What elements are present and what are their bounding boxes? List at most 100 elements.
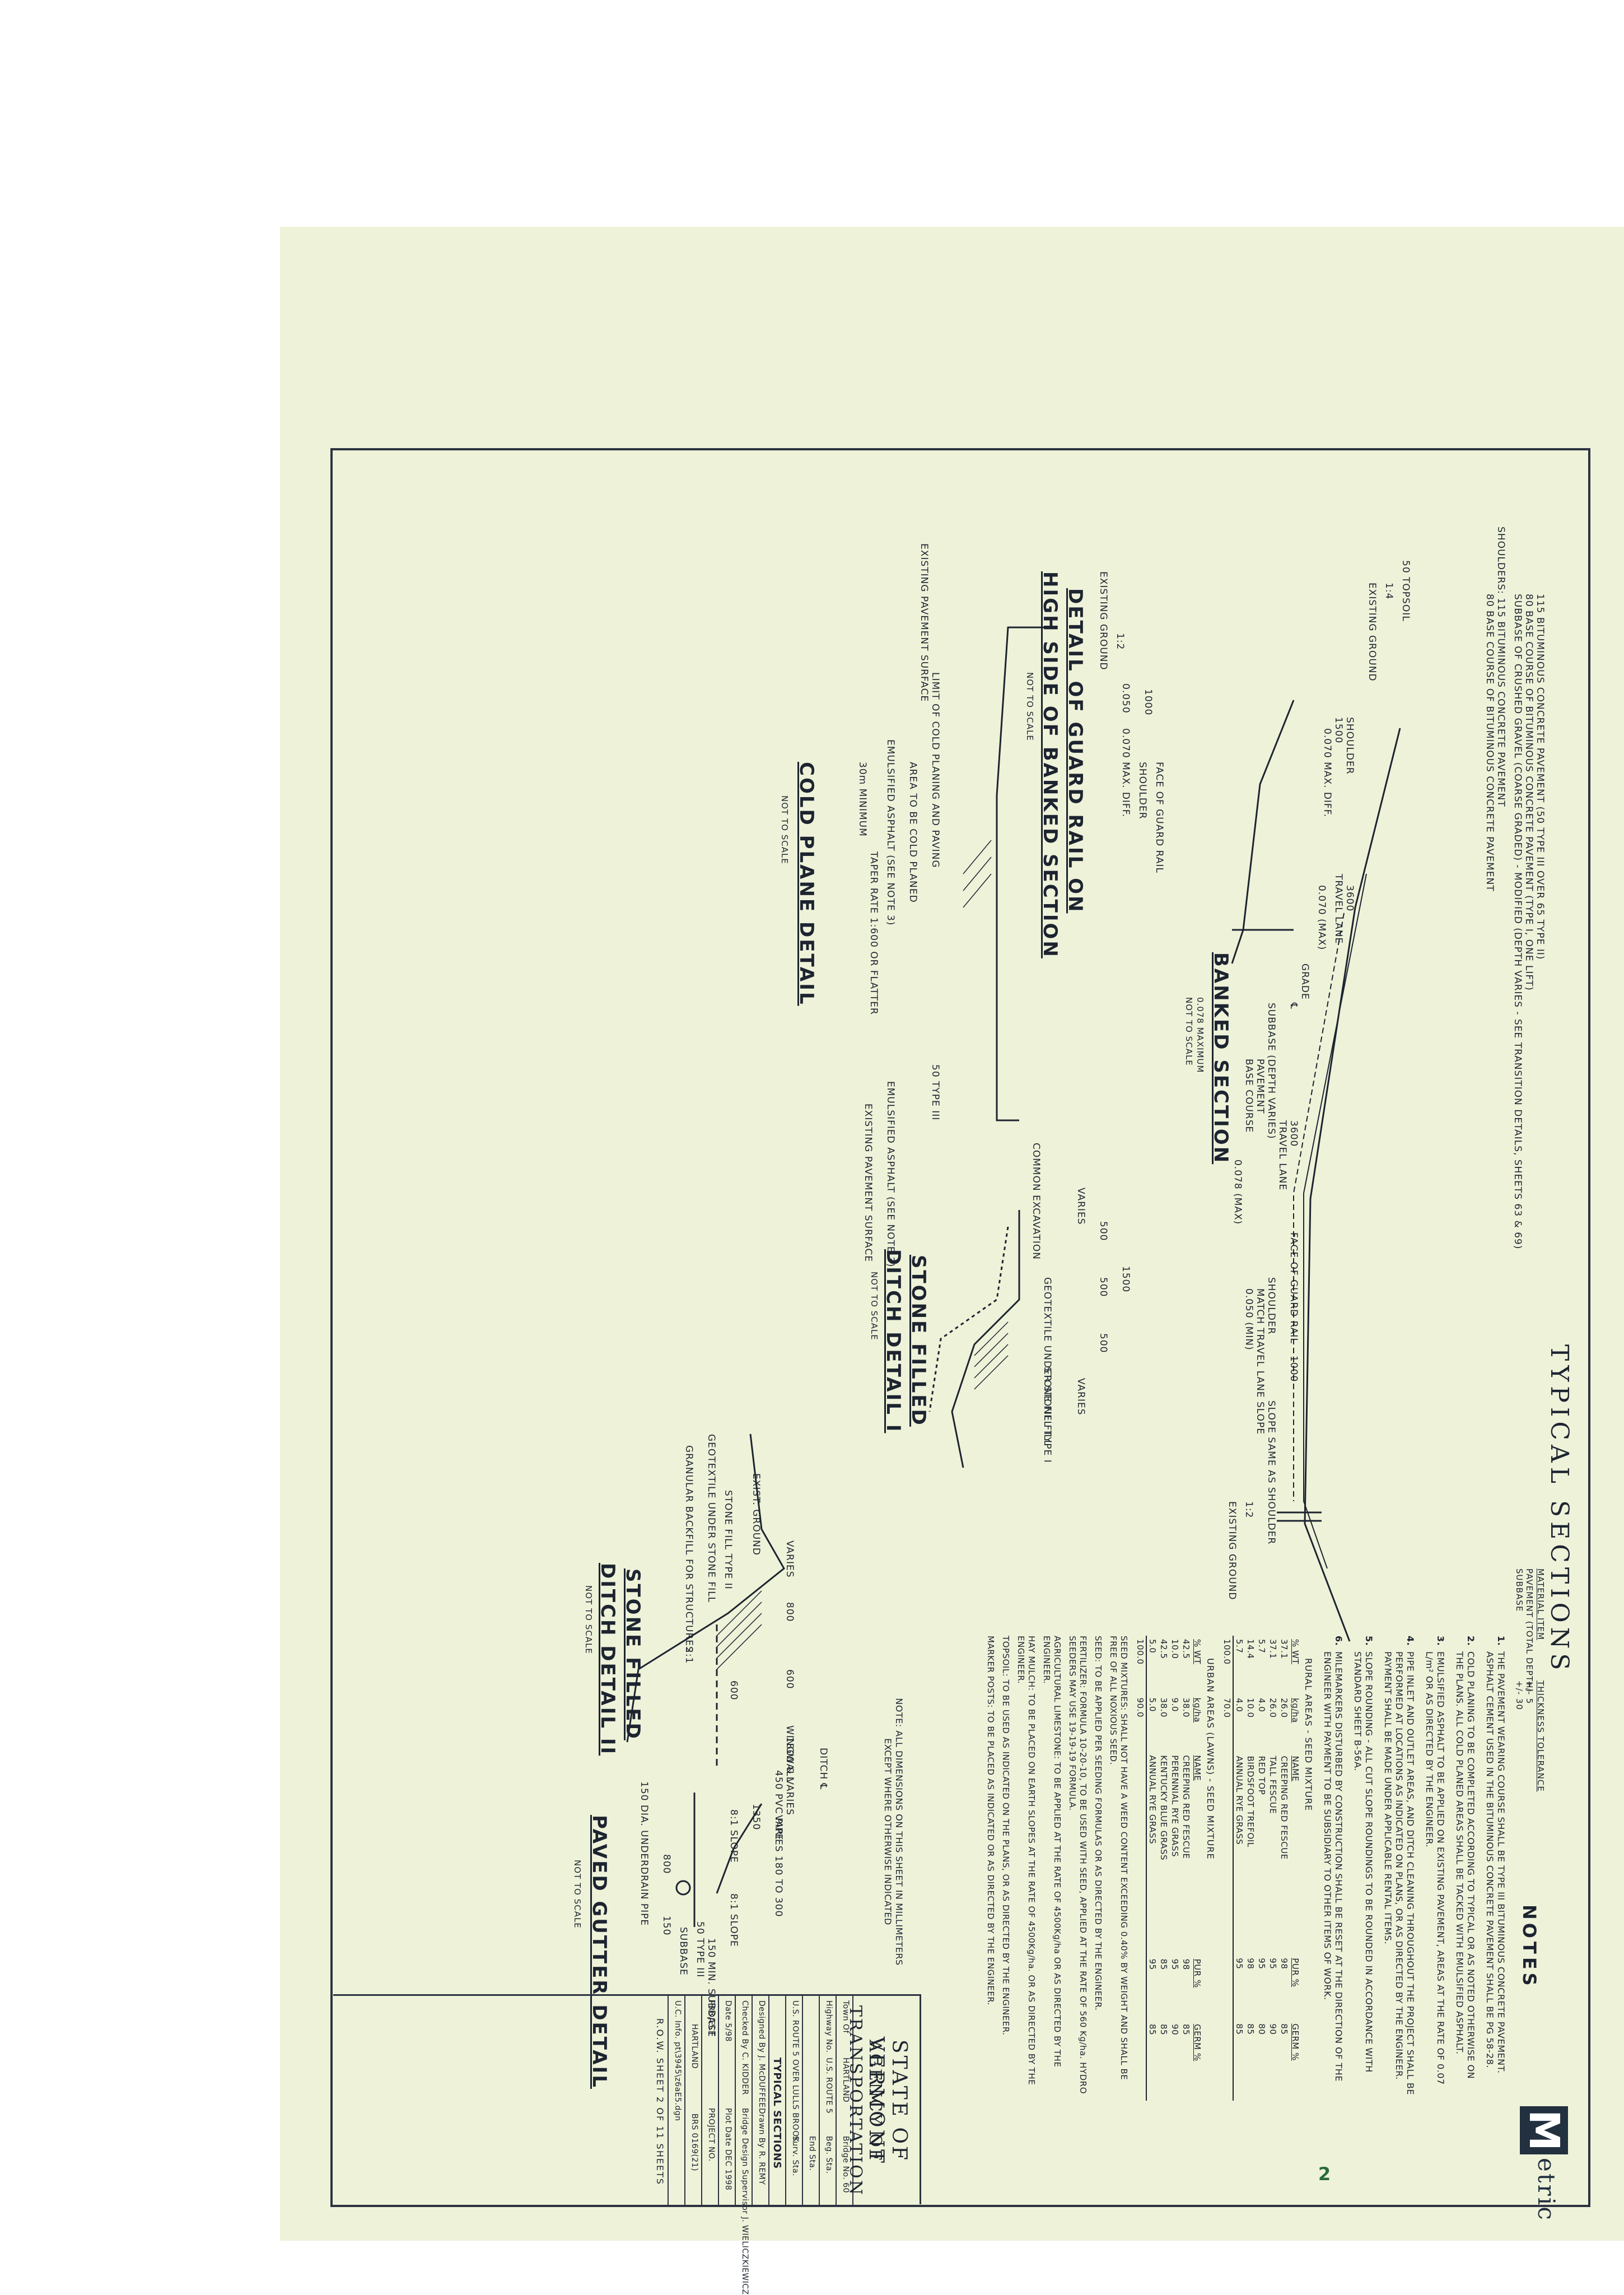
title-block-row: Checked By C. KIDDER Bridge Design Super… — [735, 1996, 752, 2295]
ditch-one-label: 500 — [1098, 1277, 1109, 1297]
ditch-two-label: 800 — [784, 1602, 795, 1622]
title-block-row: Highway No. U.S. ROUTE 5 Beg. Sta. — [819, 1996, 836, 2206]
note-item: 4.PIPE INLET AND OUTLET AREAS, AND DITCH… — [1382, 1636, 1416, 2101]
project-label: PROJECT — [707, 2000, 716, 2036]
seed-total-rate: 90.0 — [1135, 1694, 1146, 1752]
end-station: End Sta. — [808, 2136, 816, 2171]
guard-rail-label: EXISTING GROUND — [1098, 571, 1109, 671]
date: Date 5/98 — [724, 2000, 732, 2042]
guard-rail-label: 0.050 — [1120, 683, 1131, 714]
note-text: THE PAVEMENT WEARING COURSE SHALL BE TYP… — [1485, 1651, 1506, 2074]
location-description: U.S. ROUTE 5 OVER LULLS BROOK — [791, 2000, 800, 2143]
guard-rail-label: 1:2 — [1114, 633, 1126, 650]
banked-label: SHOULDER — [1344, 717, 1355, 775]
pavement-note: SHOULDERS: 115 BITUMINOUS CONCRETE PAVEM… — [1495, 527, 1506, 807]
notes-list: 1.THE PAVEMENT WEARING COURSE SHALL BE T… — [981, 1636, 1506, 2101]
banked-label: GRADE — [1299, 963, 1310, 1000]
banked-label: 1:2 — [1243, 1501, 1254, 1519]
seed-rate: 26.0 — [1279, 1698, 1289, 1718]
seed-wt: 37.1 — [1268, 1639, 1278, 1659]
banked-label: TRAVEL LANE — [1277, 1120, 1288, 1191]
guard-rail-title: HIGH SIDE OF BANKED SECTION — [1039, 571, 1061, 958]
banked-section-title: BANKED SECTION — [1210, 952, 1232, 1165]
seed-pur: 95 — [1234, 1958, 1244, 1970]
banked-label: SHOULDER — [1266, 1277, 1277, 1335]
town-label: Town Of — [841, 2000, 850, 2033]
seed-pur: 98 — [1245, 1958, 1256, 1970]
note-number: 6. — [1333, 1636, 1344, 1646]
seed-header-germ: GERM % — [1192, 2024, 1202, 2061]
seed-paragraph: HAY MULCH: TO BE PLACED ON EARTH SLOPES … — [1016, 1636, 1037, 2085]
banked-label: SLOPE SAME AS SHOULDER — [1266, 1400, 1277, 1545]
guard-rail-surface — [1231, 700, 1295, 964]
seed-pur: 85 — [1159, 1958, 1169, 1970]
seed-paragraph: MARKER POSTS: TO BE PLACED AS INDICATED … — [986, 1636, 996, 2006]
gutter-label: VARIES 180 TO 300 — [773, 1815, 784, 1917]
sheet-title: TYPICAL SECTIONS — [1545, 1344, 1574, 1675]
ditch-two-label: 600 — [784, 1669, 795, 1689]
gutter-label: DITCH ℄ — [818, 1748, 829, 1790]
banked-label: EXISTING GROUND — [1226, 1501, 1238, 1600]
guard-rail-scale: NOT TO SCALE — [1025, 672, 1035, 741]
ditch-two-label: VARIES — [784, 1540, 795, 1578]
ditch-one-geotextile — [928, 1226, 1009, 1412]
seed-name: ANNUAL RYE GRASS — [1147, 1755, 1158, 1844]
guard-rail-label: 1000 — [1142, 689, 1154, 716]
ditch-two-label: STONE FILL TYPE II — [722, 1490, 734, 1590]
banked-label: PAVEMENT — [1254, 1059, 1266, 1114]
ditch-one-label: VARIES — [1075, 1378, 1086, 1416]
pavement-note: 115 BITUMINOUS CONCRETE PAVEMENT (50 TYP… — [1534, 594, 1546, 960]
seed-name: CREEPING RED FESCUE — [1279, 1756, 1289, 1860]
title-block-header: STATE OF VERMONT AGENCY OF TRANSPORTATIO… — [846, 1996, 920, 2206]
cold-plane-title: COLD PLANE DETAIL — [795, 762, 818, 1006]
seed-wt: 5.7 — [1234, 1639, 1244, 1654]
notes-heading: NOTES — [1519, 1905, 1540, 1989]
title-block-row: Date 5/98 Plot Date DEC 1998 — [718, 1996, 735, 2206]
banked-label: 3600 — [1288, 1120, 1299, 1147]
ditch-one-label: 500 — [1098, 1333, 1109, 1353]
title-block-row: HARTLAND BRS 0169(21) — [684, 1996, 701, 2206]
guard-rail-post — [1277, 1511, 1322, 1522]
seed-wt: 42.5 — [1159, 1639, 1169, 1659]
cold-plane-hatch — [963, 840, 992, 908]
ditch-two-title: STONE FILLED — [622, 1568, 644, 1740]
seed-name: KENTUCKY BLUE GRASS — [1159, 1755, 1169, 1861]
cold-plane-label: 30m MINIMUM — [857, 762, 868, 837]
seed-total-rate: 70.0 — [1221, 1695, 1233, 1753]
seed-pur: 98 — [1181, 1958, 1191, 1970]
banked-section-surface — [1304, 728, 1401, 1642]
drawing-linework — [626, 626, 1401, 1927]
begin-station: Beg. Sta. — [824, 2136, 833, 2174]
note-item: 5.SLOPE ROUNDING - ALL CUT SLOPE ROUNDIN… — [1352, 1636, 1374, 2101]
seed-name: RED TOP — [1257, 1756, 1267, 1795]
ditch-one-label: STONE FILL TYPE I — [1042, 1367, 1053, 1463]
highway-value: U.S. ROUTE 5 — [824, 2057, 833, 2114]
note-item: 2.COLD PLANING TO BE COMPLETED ACCORDING… — [1454, 1636, 1476, 2101]
gutter-label: SUBBASE — [678, 1927, 689, 1976]
ditch-two-title: DITCH DETAIL II — [596, 1563, 619, 1756]
seed-germ: 85 — [1147, 2024, 1158, 2036]
hatch-group — [716, 840, 1009, 1670]
seed-wt: 37.1 — [1279, 1639, 1289, 1659]
file-name: U.C. Info. pt\3945\z6aE5.dgn — [673, 2000, 682, 2121]
title-block-row: Town Of HARTLAND Bridge No. 60 — [836, 1996, 852, 2206]
ditch-one-scale: NOT TO SCALE — [869, 1272, 879, 1340]
banked-label: 0.078 (MAX) — [1232, 1160, 1243, 1225]
designed-by: Designed By J. McDUFFEE — [757, 2000, 766, 2108]
title-block: STATE OF VERMONT AGENCY OF TRANSPORTATIO… — [333, 1994, 921, 2295]
seed-header-wt: % WT — [1192, 1639, 1202, 1665]
seed-header-germ: GERM % — [1290, 2023, 1300, 2061]
cold-plane-label: EMULSIFIED ASPHALT (SEE NOTE 3) — [885, 1081, 896, 1268]
project-number-label: PROJECT NO. — [707, 2108, 716, 2162]
banked-label: 0.070 (MAX) — [1316, 885, 1327, 951]
seed-rate: 4.0 — [1257, 1698, 1267, 1712]
banked-label: 0.050 (MIN) — [1243, 1288, 1254, 1351]
cold-plane-existing — [996, 626, 1053, 796]
guard-rail-label: FACE OF GUARD RAIL — [1154, 762, 1165, 873]
title-block-row: U.S. ROUTE 5 OVER LULLS BROOK Surv. Sta. — [785, 1996, 802, 2206]
seed-rate: 9.0 — [1170, 1697, 1180, 1712]
